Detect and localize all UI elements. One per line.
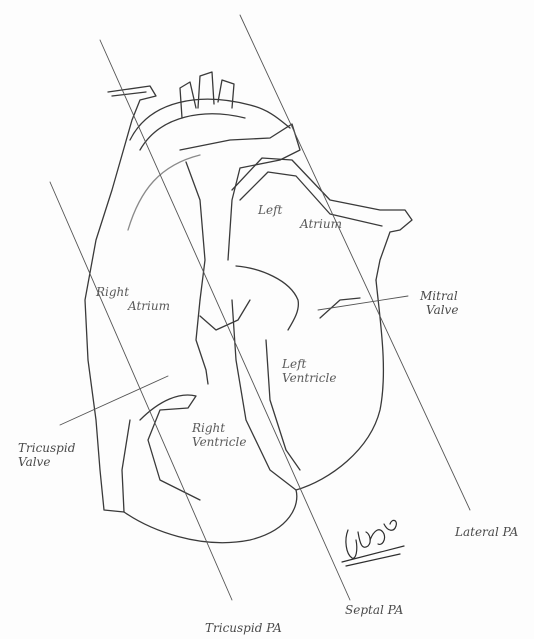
mitral-leaflet (320, 298, 360, 318)
label-left-ventricle-line2: Ventricle (282, 372, 336, 386)
pulmonary-trunk-2 (186, 162, 205, 300)
label-right-atrium-line2: Atrium (96, 300, 170, 314)
label-left-ventricle-line1: Left (282, 358, 336, 372)
signature (338, 510, 408, 570)
label-tricuspid-valve-line1: Tricuspid (18, 442, 75, 456)
right-atrium-arc (128, 155, 200, 230)
label-mitral-valve-line2: Valve (420, 304, 458, 318)
label-tricuspid-pa: Tricuspid PA (205, 622, 282, 636)
mitral-valve (236, 266, 298, 330)
tricuspid-valve-pointer (60, 376, 168, 425)
pa-line-1 (50, 182, 232, 600)
label-right-ventricle-line1: Right (192, 422, 246, 436)
aortic-arch-inner (140, 114, 245, 150)
label-right-atrium: Right Atrium (96, 286, 170, 314)
label-septal-pa: Septal PA (345, 604, 403, 618)
pa-line-2 (100, 40, 350, 600)
label-left-ventricle: Left Ventricle (282, 358, 336, 386)
aortic-arch (130, 99, 290, 140)
label-tricuspid-valve-line2: Valve (18, 456, 75, 470)
label-lateral-pa: Lateral PA (455, 526, 518, 540)
svc-inner (112, 92, 146, 96)
label-left-atrium-line2: Atrium (258, 218, 342, 232)
pa-line-3 (240, 15, 470, 510)
arch-vessel-2 (198, 72, 214, 108)
label-left-atrium: Left Atrium (258, 204, 342, 232)
right-ventricle-outline (124, 490, 297, 543)
tricuspid-valve (196, 300, 208, 384)
right-ventricle-inner (140, 395, 200, 500)
arch-vessel-1 (180, 82, 196, 118)
label-right-atrium-line1: Right (96, 286, 170, 300)
label-left-atrium-line1: Left (258, 204, 342, 218)
label-mitral-valve: Mitral Valve (420, 290, 458, 318)
mitral-valve-pointer (318, 296, 408, 310)
label-right-ventricle: Right Ventricle (192, 422, 246, 450)
label-tricuspid-valve: Tricuspid Valve (18, 442, 75, 470)
tricuspid-leaflets (200, 300, 250, 330)
arch-vessel-3 (218, 80, 234, 108)
pulmonary-trunk (180, 124, 300, 260)
label-mitral-valve-line1: Mitral (420, 290, 458, 304)
label-right-ventricle-line2: Ventricle (192, 436, 246, 450)
interventricular-septum (232, 300, 296, 490)
